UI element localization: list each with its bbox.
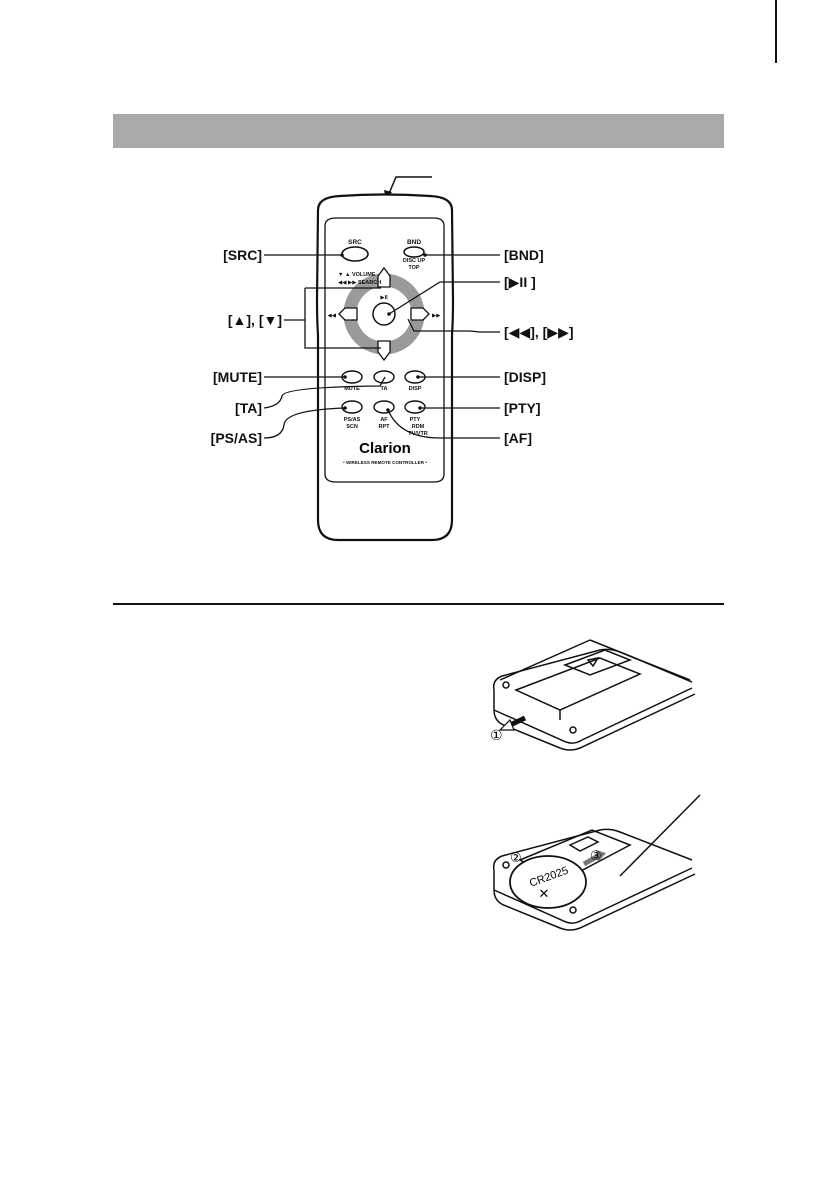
model-line: • WIRELESS REMOTE CONTROLLER •	[343, 460, 427, 465]
remote-control-figure: ▶II ◀◀ ▶▶ SRC BND DISC UP TOP ▼ ▲ VOLUME…	[211, 176, 574, 542]
pty-key-sub1: RDM	[412, 424, 425, 430]
step-1-marker: ①	[490, 727, 503, 743]
callout-skip: [◀◀], [▶▶]	[504, 324, 574, 340]
callout-psas: [PS/AS]	[211, 430, 262, 446]
play-pause-key[interactable]	[372, 302, 396, 326]
callout-ta: [TA]	[235, 400, 262, 416]
pty-key[interactable]	[404, 400, 426, 414]
section-header-bar	[113, 114, 724, 148]
af-key[interactable]	[373, 400, 395, 414]
brand-logo: Clarion	[359, 440, 411, 457]
callout-disp: [DISP]	[504, 369, 546, 385]
middle-keys: MUTE TA DISP	[341, 370, 426, 392]
ta-key[interactable]	[373, 370, 395, 384]
margin-rule	[775, 0, 777, 63]
forward-key[interactable]	[410, 307, 430, 321]
pty-key-sub2: TV/VTR	[408, 431, 428, 437]
callout-play-pause: [▶II ]	[504, 274, 536, 290]
step-2-marker: ②	[510, 850, 522, 865]
battery-tray-removal-figure: ①	[490, 639, 696, 751]
forward-mark: ▶▶	[432, 313, 441, 319]
pty-key-label: PTY	[410, 417, 421, 423]
callout-leaders	[263, 254, 500, 439]
up-key[interactable]	[377, 266, 391, 288]
af-key-sub: RPT	[379, 424, 391, 430]
psas-key[interactable]	[341, 400, 363, 414]
insertion-arrow	[582, 853, 600, 867]
top-keys: SRC BND DISC UP TOP ▼ ▲ VOLUME ◀◀ ▶▶ SEA…	[338, 239, 425, 286]
psas-key-sub: SCN	[346, 424, 358, 430]
dpad: ▶II ◀◀ ▶▶	[328, 266, 441, 362]
rewind-mark: ◀◀	[328, 313, 337, 319]
coin-cell-mark: ✕	[539, 886, 550, 901]
callout-up-down: [▲], [▼]	[228, 312, 282, 328]
callout-bnd: [BND]	[504, 247, 544, 263]
psas-key-label: PS/AS	[344, 417, 361, 423]
src-key-label: SRC	[348, 239, 362, 246]
af-key-label: AF	[380, 417, 388, 423]
bnd-key[interactable]	[403, 246, 425, 258]
mute-key-label: MUTE	[344, 386, 360, 392]
callout-dots	[340, 253, 427, 412]
bnd-key-label: BND	[407, 239, 421, 246]
bnd-key-sub2: TOP	[408, 265, 420, 271]
disp-key-label: DISP	[409, 386, 422, 392]
src-key[interactable]	[341, 246, 369, 262]
battery-insertion-figure: CR2025 ✕ ② ③	[492, 794, 701, 931]
coin-cell	[509, 855, 587, 909]
remote-body	[315, 193, 455, 542]
callout-src: [SRC]	[223, 247, 262, 263]
ta-key-label: TA	[381, 386, 388, 392]
search-label: ◀◀ ▶▶ SEARCH	[338, 280, 381, 286]
step-3-marker: ③	[590, 848, 602, 863]
down-key[interactable]	[377, 340, 391, 362]
callout-pty: [PTY]	[504, 400, 541, 416]
rewind-key[interactable]	[338, 307, 358, 321]
callout-mute: [MUTE]	[213, 369, 262, 385]
callout-af: [AF]	[504, 430, 532, 446]
play-pause-key-label: ▶II	[380, 295, 388, 301]
section-divider	[113, 603, 724, 605]
bnd-key-sub1: DISC UP	[403, 258, 426, 264]
volume-label: ▼ ▲ VOLUME	[338, 272, 376, 278]
